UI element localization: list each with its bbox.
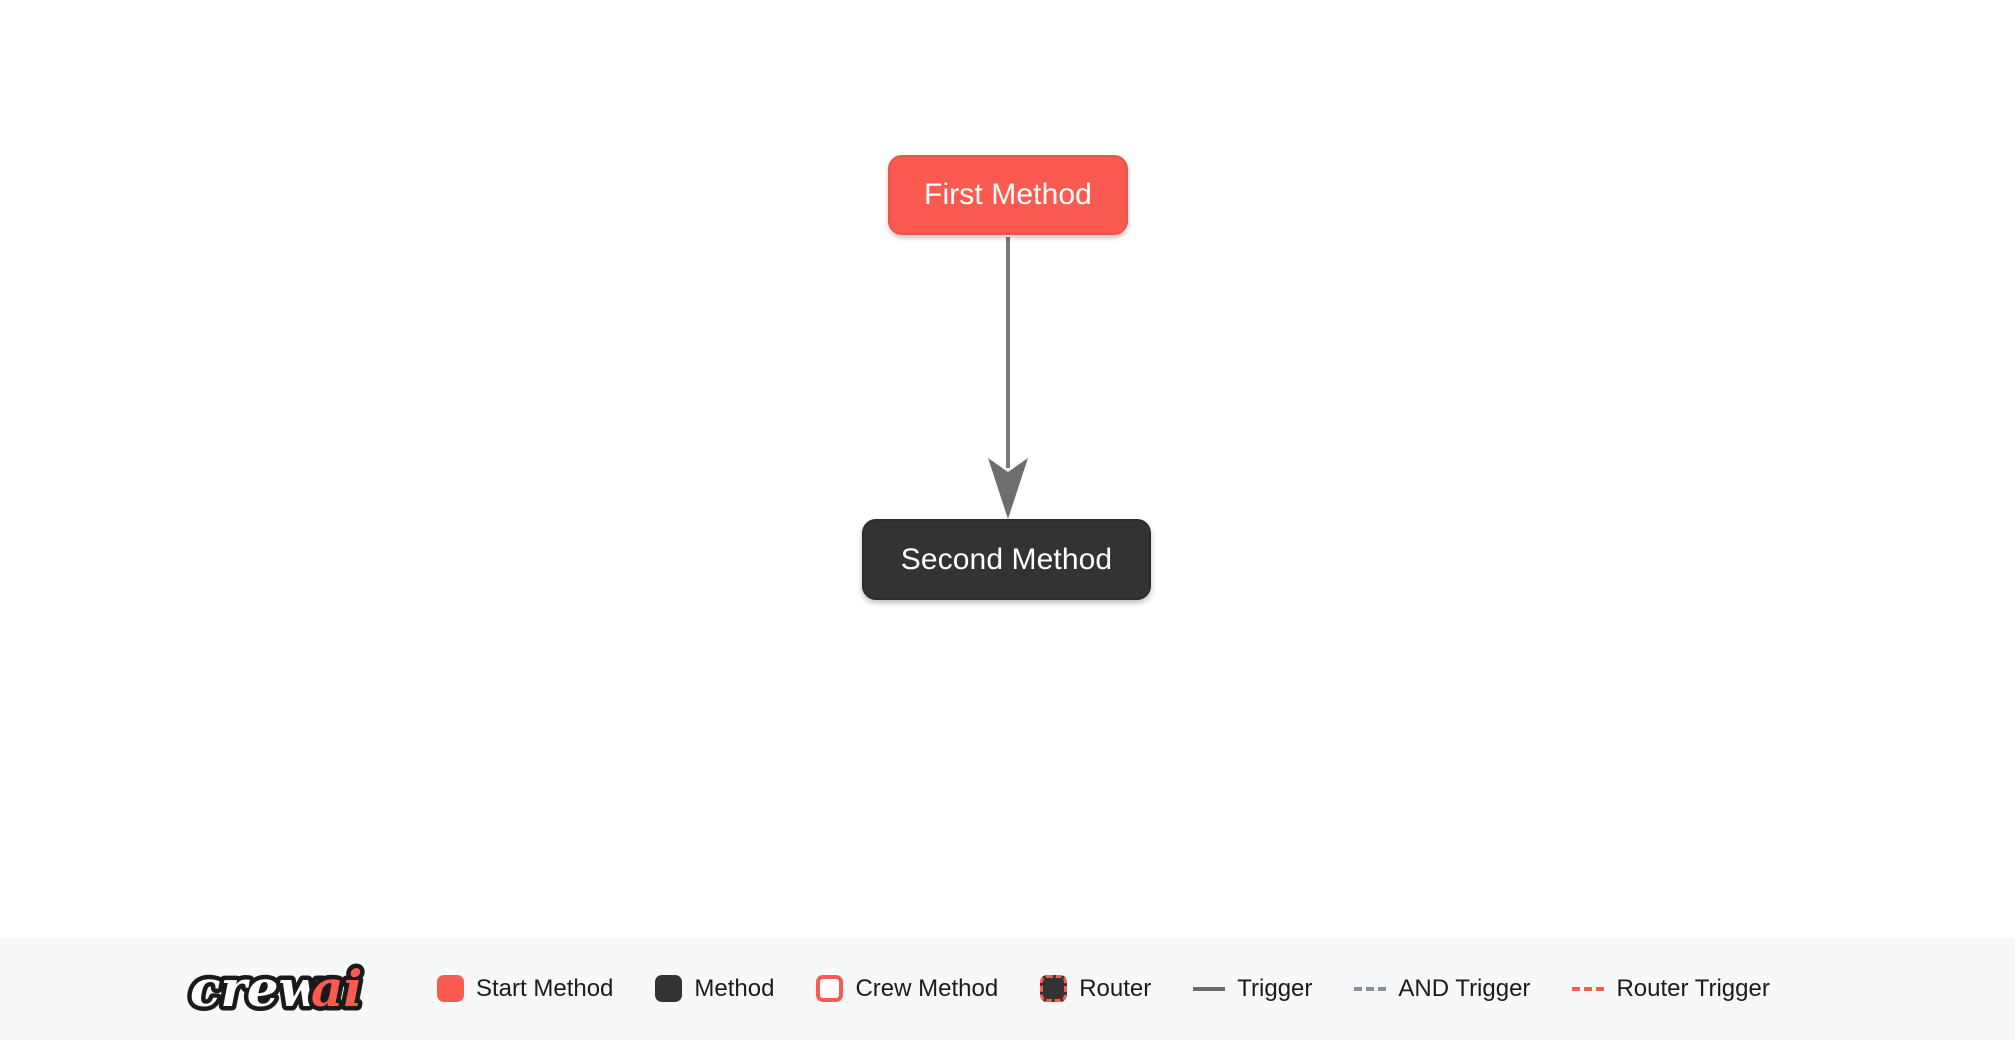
legend-label: Start Method	[476, 974, 614, 1002]
arrowhead-icon	[988, 458, 1028, 519]
router-swatch-icon	[1040, 975, 1068, 1002]
legend-item-router-trigger: Router Trigger	[1572, 974, 1770, 1002]
crew-method-swatch-icon	[816, 975, 844, 1002]
legend-label: Method	[694, 974, 775, 1002]
and-trigger-line-icon	[1354, 987, 1387, 991]
legend-label: AND Trigger	[1398, 974, 1531, 1002]
legend-item-method: Method	[655, 975, 774, 1002]
svg-text:ai: ai	[311, 959, 362, 1018]
legend-label: Router	[1079, 974, 1152, 1002]
crewai-logo: crew crew ai ai	[186, 958, 367, 1020]
logo-text-primary: crew	[190, 959, 324, 1018]
edge-layer	[988, 237, 1028, 519]
legend-item-and-trigger: AND Trigger	[1354, 974, 1531, 1002]
start-method-swatch-icon	[437, 975, 464, 1002]
method-swatch-icon	[655, 975, 683, 1002]
legend-item-crew-method: Crew Method	[816, 975, 998, 1002]
legend-label: Crew Method	[855, 974, 999, 1002]
svg-text:crew: crew	[190, 959, 324, 1018]
legend-items: Start Method Method Crew Method Router T…	[437, 975, 1770, 1002]
flow-node-label: Second Method	[900, 542, 1113, 576]
router-trigger-line-icon	[1572, 987, 1605, 991]
flow-node-second-method[interactable]: Second Method	[862, 519, 1151, 600]
legend-label: Router Trigger	[1616, 974, 1770, 1002]
logo-text-accent: ai	[311, 959, 362, 1018]
trigger-line-icon	[1193, 987, 1226, 991]
legend-item-trigger: Trigger	[1193, 974, 1313, 1002]
legend-item-start-method: Start Method	[437, 975, 613, 1002]
legend-label: Trigger	[1237, 974, 1313, 1002]
legend-bar: crew crew ai ai Start Method Method Crew…	[0, 937, 2015, 1040]
edge-first-to-second	[988, 237, 1028, 519]
legend-item-router: Router	[1040, 975, 1151, 1002]
flow-canvas[interactable]: First Method Second Method	[0, 0, 2015, 937]
flow-node-first-method[interactable]: First Method	[888, 155, 1128, 235]
flow-node-label: First Method	[924, 178, 1092, 211]
